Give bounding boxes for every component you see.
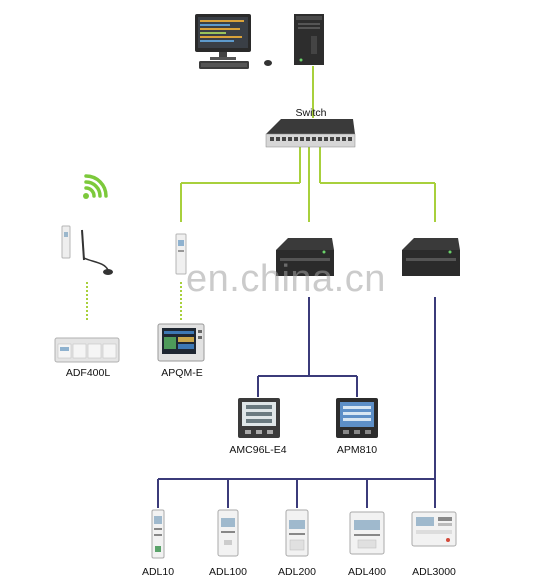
gateway-icon [276,238,334,276]
power-meter-icon [157,323,205,362]
power-meter-icon [217,509,239,557]
wireless-module-icon [61,225,113,275]
power-meter-icon [54,337,120,363]
server-tower-icon [294,14,324,65]
gateway-icon [402,238,460,276]
monitor-icon [195,14,251,60]
rs485-links [157,297,436,508]
adl400-label: ADL400 [348,566,386,578]
switch-label: Switch [295,107,327,119]
adl200-label: ADL200 [278,566,316,578]
adf400l-label: ADF400L [65,367,111,379]
din-module-icon [175,233,187,275]
wifi-icon [83,174,108,199]
adl3000-label: ADL3000 [412,566,456,578]
power-meter-icon [349,511,385,555]
network-switch-icon [265,119,356,148]
apqm-e-label: APQM-E [161,367,203,379]
ethernet-links [86,66,436,322]
amc96l-e4-label: AMC96L-E4 [229,444,287,456]
mouse-icon [264,60,272,66]
keyboard-icon [199,61,249,69]
adl100-label: ADL100 [209,566,247,578]
watermark: en.china.cn [186,258,386,300]
power-meter-icon [411,511,457,547]
power-meter-icon [285,509,309,557]
power-meter-icon [151,509,165,559]
power-meter-icon [238,398,280,438]
adl10-label: ADL10 [141,566,175,578]
power-meter-icon [336,398,378,438]
apm810-label: APM810 [336,444,378,456]
